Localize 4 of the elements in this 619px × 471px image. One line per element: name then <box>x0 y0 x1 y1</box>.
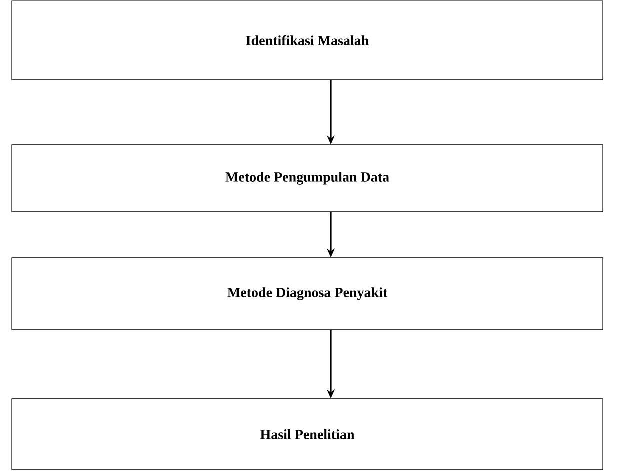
process-box: Hasil Penelitian <box>12 398 604 470</box>
process-box: Metode Diagnosa Penyakit <box>12 258 604 330</box>
process-box: Metode Pengumpulan Data <box>12 144 604 212</box>
process-box: Identifikasi Masalah <box>12 0 604 80</box>
